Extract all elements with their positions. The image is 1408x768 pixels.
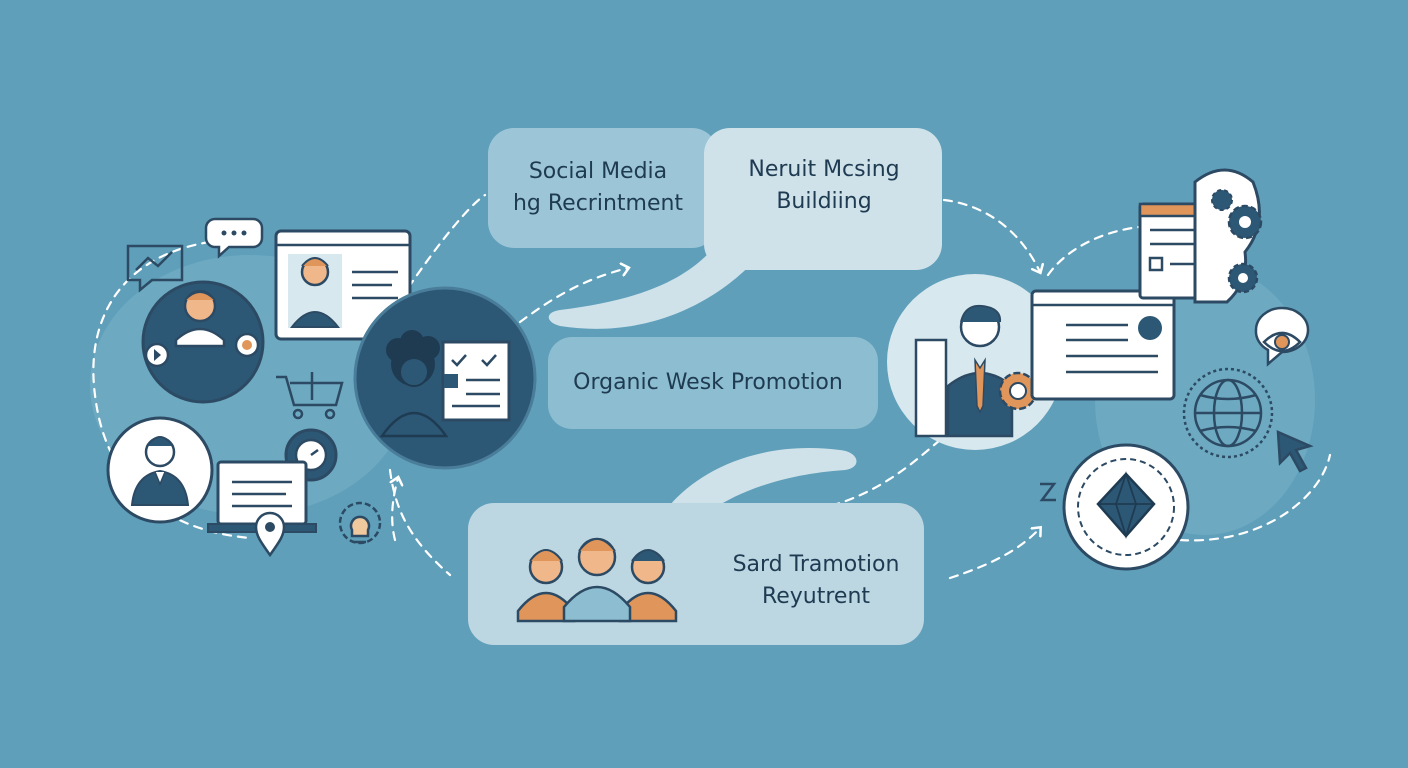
nerv-line-2: Buildiing [776, 189, 872, 214]
laptop-icon [207, 428, 338, 533]
document-gears-icon [1138, 168, 1263, 304]
left-lower-arc [388, 468, 452, 577]
nerv-line-1: Neruit Mcsing [748, 157, 900, 183]
manager-gear-icon [887, 274, 1063, 450]
right-lower-loop [1178, 453, 1332, 542]
user-card-icon [274, 229, 412, 341]
brand-promotion-bubble: Sard Tramotion Reyutrent [468, 503, 924, 645]
sard-line-1: Sard Tramotion [732, 552, 900, 577]
chat-bubble-icon [204, 217, 264, 259]
organic-promotion-bubble: Organic Wesk Promotion [548, 337, 878, 429]
swooshes [548, 240, 857, 520]
chart-flag-icon [126, 244, 184, 293]
arrow-to-diamond [948, 528, 1040, 580]
sard-line-2: Reyutrent [761, 583, 871, 609]
social-media-recruitment-bubble: Social Media hg Recrintment [488, 128, 718, 248]
web-window-icon [1030, 289, 1176, 401]
network-building-bubble: Neruit Mcsing Buildiing [704, 128, 942, 270]
left-arrow-up [392, 478, 398, 542]
arrow-to-social [518, 268, 628, 324]
arrow-back-left [805, 438, 942, 512]
lightbulb-gear-icon [338, 501, 382, 545]
team-group-icon [516, 537, 678, 623]
eye-bubble-icon [1254, 306, 1310, 367]
location-pin-icon [254, 511, 286, 558]
left-upper-arc [398, 193, 487, 302]
organic-label: Organic Wesk Promotion [573, 370, 843, 396]
globe-cursor-icon [1182, 367, 1314, 473]
right-top-arc [942, 198, 1040, 272]
social-line-2: hg Recrintment [512, 191, 684, 216]
social-line-1: Social Media [528, 159, 668, 185]
shopping-cart-icon [276, 372, 344, 420]
person-checklist-icon [353, 286, 537, 470]
businessman-avatar-icon [106, 416, 214, 524]
diamond-badge-icon [1039, 443, 1190, 571]
user-profile-circle-icon [141, 280, 265, 404]
